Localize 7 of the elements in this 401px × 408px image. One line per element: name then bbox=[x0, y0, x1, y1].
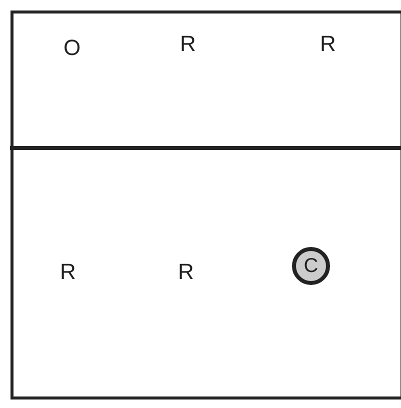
marker-letter: C bbox=[304, 256, 318, 276]
position-letter: R bbox=[320, 33, 336, 55]
position-letter: O bbox=[63, 37, 81, 59]
position-letter: R bbox=[180, 33, 196, 55]
circled-position-marker bbox=[292, 247, 330, 285]
position-letter: R bbox=[178, 261, 194, 283]
position-letter: R bbox=[60, 261, 76, 283]
